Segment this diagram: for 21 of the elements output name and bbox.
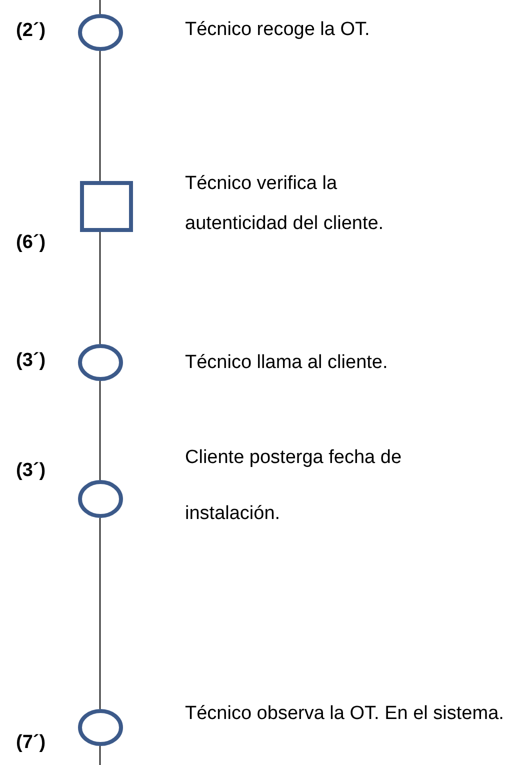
operation-circle (78, 344, 123, 381)
operation-circle (78, 14, 123, 51)
connector-line (99, 232, 101, 344)
duration-label: (2´) (16, 20, 46, 42)
step-description: Cliente posterga fecha de instalación. (185, 446, 403, 526)
duration-label: (3´) (16, 350, 46, 372)
inspection-square (80, 181, 133, 232)
duration-label: (3´) (16, 460, 46, 482)
duration-label: (7´) (16, 732, 46, 754)
step-description: Técnico recoge la OT. (185, 18, 371, 42)
connector-line (99, 51, 101, 181)
duration-label: (6´) (16, 232, 46, 254)
connector-line (99, 746, 101, 765)
connector-line (99, 0, 101, 14)
step-description: Técnico observa la OT. En el sistema. (185, 702, 505, 726)
operation-circle (78, 480, 123, 518)
step-description: Técnico llama al cliente. (185, 351, 389, 375)
step-description: Técnico verifica la autenticidad del cliente. (185, 172, 385, 236)
connector-line (99, 518, 101, 709)
connector-line (99, 381, 101, 480)
operation-circle (78, 709, 123, 746)
